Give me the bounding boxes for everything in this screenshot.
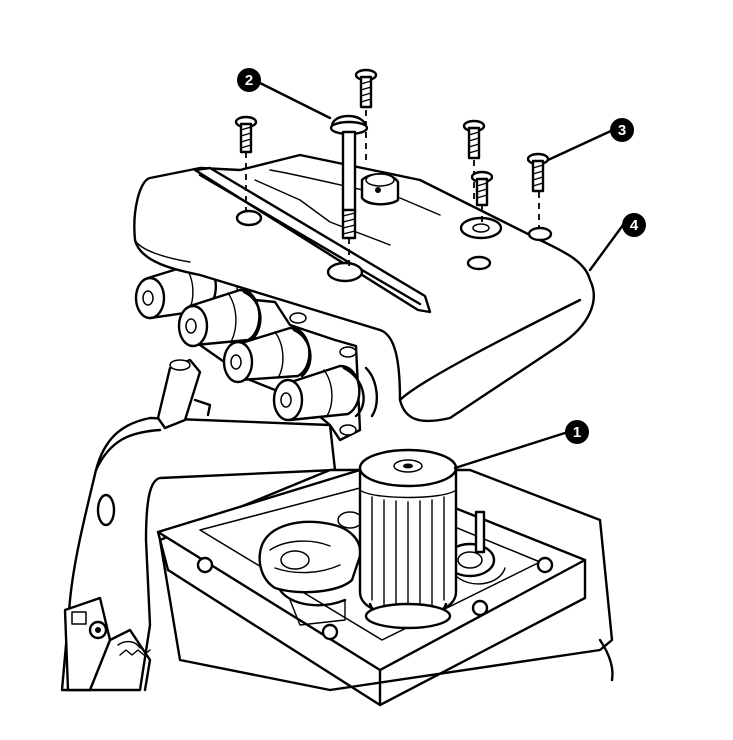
callout-1-label: 1	[573, 424, 581, 441]
oil-fitting	[360, 173, 400, 206]
tension-knob-3	[222, 326, 312, 384]
long-bolt	[329, 114, 369, 268]
screw-right-mid	[462, 119, 486, 200]
callout-4: 4	[622, 213, 646, 237]
tension-knob-4	[272, 364, 378, 422]
callout-2: 2	[237, 68, 261, 92]
cover-holes	[235, 209, 553, 283]
callout-4-label: 4	[630, 217, 639, 234]
screw-left	[234, 115, 258, 210]
lower-left-tension	[63, 596, 152, 692]
leader-lines	[256, 80, 625, 470]
screw-center-fitting	[470, 170, 494, 222]
screw-3	[526, 152, 550, 228]
filter-element	[358, 448, 458, 630]
screw-top	[354, 68, 378, 160]
callout-1: 1	[565, 420, 589, 444]
machine-arm	[60, 416, 337, 692]
thread-lever	[156, 358, 212, 430]
internal-mechanism	[258, 510, 506, 626]
callout-3-label: 3	[618, 122, 626, 139]
callout-3: 3	[610, 118, 634, 142]
callout-2-label: 2	[245, 72, 253, 89]
tension-knob-2	[177, 288, 262, 348]
